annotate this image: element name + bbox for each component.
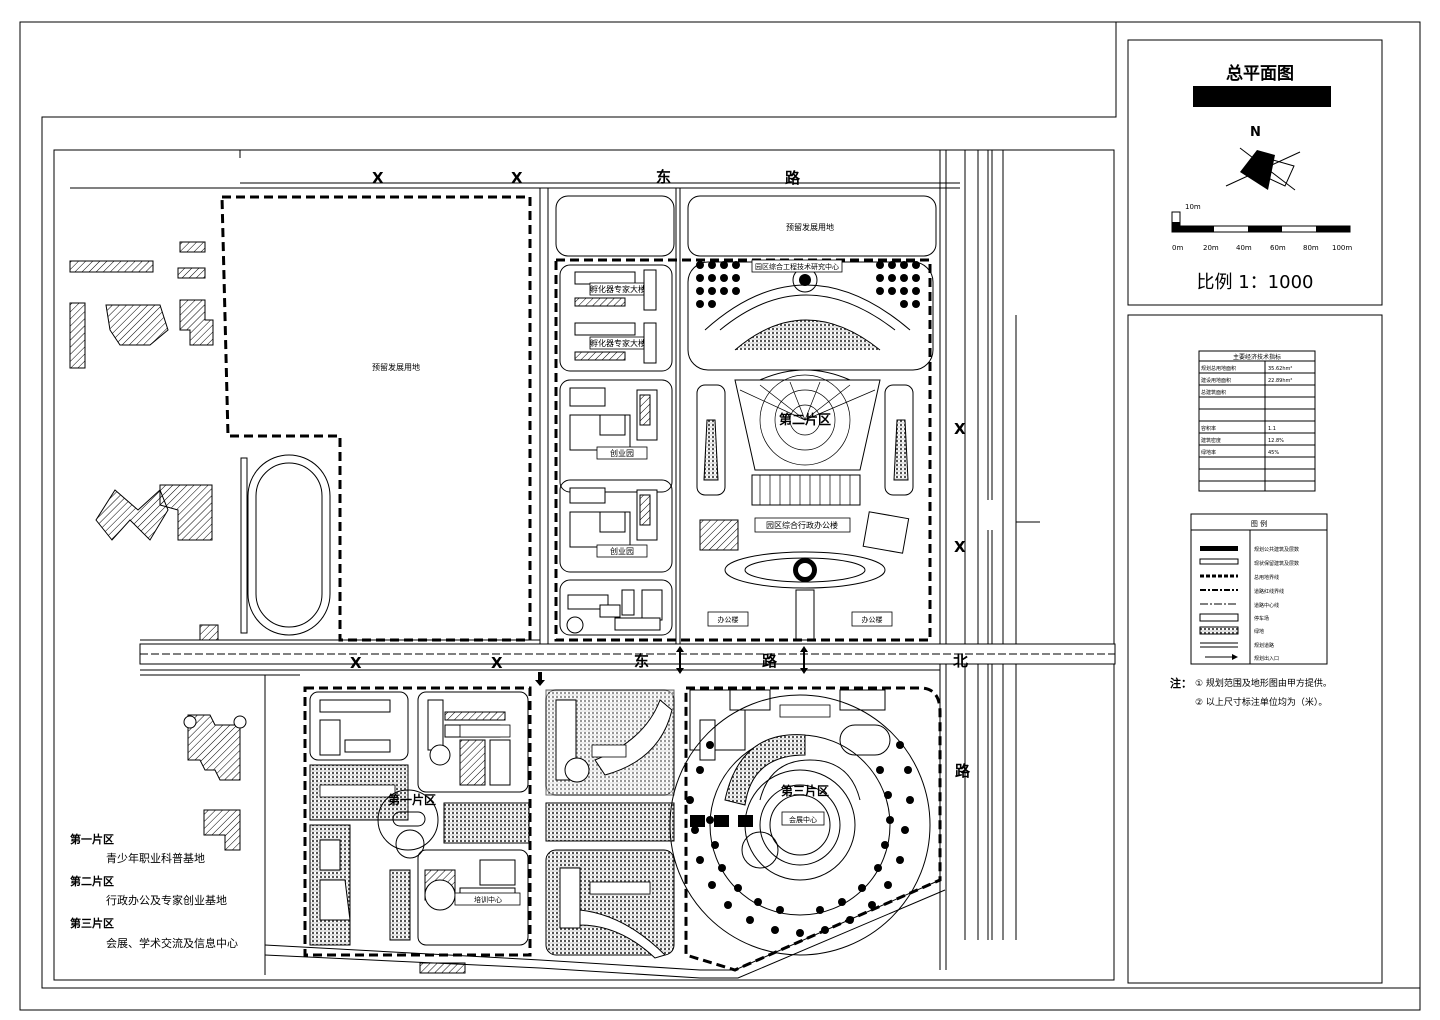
svg-text:东: 东 (656, 168, 671, 186)
svg-text:会展中心: 会展中心 (789, 815, 817, 824)
svg-text:第三片区: 第三片区 (70, 916, 114, 930)
svg-text:X: X (491, 654, 503, 672)
road-network (70, 150, 1116, 975)
svg-text:园区综合工程技术研究中心: 园区综合工程技术研究中心 (755, 262, 839, 271)
svg-text:22.89hm²: 22.89hm² (1268, 378, 1292, 384)
svg-text:10m: 10m (1185, 203, 1201, 211)
svg-text:容积率: 容积率 (1201, 425, 1216, 432)
svg-text:孵化器专家大楼: 孵化器专家大楼 (590, 338, 646, 348)
central-south-blocks (459, 689, 675, 959)
zone1-boundary (303, 686, 532, 957)
reserve-land-north (687, 195, 937, 257)
svg-text:绿地: 绿地 (1254, 628, 1264, 635)
svg-text:规划出入口: 规划出入口 (1254, 655, 1279, 662)
drawing-title: 总平面图 (1226, 63, 1294, 84)
remarks: 注： ① 规划范围及地形图由甲方提供。 ② 以上尺寸标注单位均为（米）。 (1170, 676, 1332, 708)
svg-text:第二片区: 第二片区 (70, 874, 114, 888)
tech-indicator-table: 主要经济技术指标 规划总用地面积 35.62hm² 建设用地面积 22.89hm… (1198, 350, 1316, 492)
svg-text:② 以上尺寸标注单位均为（米）。: ② 以上尺寸标注单位均为（米）。 (1195, 696, 1327, 708)
svg-text:规划公共建筑及层数: 规划公共建筑及层数 (1254, 546, 1299, 553)
svg-text:路: 路 (762, 652, 778, 670)
svg-text:规划总用地面积: 规划总用地面积 (1201, 365, 1236, 372)
svg-text:北: 北 (953, 652, 968, 670)
legend: 图 例 规划公共建筑及层数 现状保留建筑及层数 总用地界线 道路红线界线 道路中… (1190, 513, 1328, 665)
svg-text:路: 路 (955, 762, 971, 780)
scale-label: 比例 1：1000 (1197, 272, 1314, 293)
zone2-west-blocks: 孵化器专家大楼 孵化器专家大楼 创业园 创业园 (559, 264, 673, 636)
svg-text:现状保留建筑及层数: 现状保留建筑及层数 (1254, 560, 1299, 567)
svg-text:总用地界线: 总用地界线 (1254, 574, 1279, 581)
svg-text:建筑密度: 建筑密度 (1201, 437, 1221, 444)
svg-text:0m: 0m (1172, 244, 1183, 252)
svg-text:N: N (1250, 125, 1261, 140)
entrance-arrows (535, 646, 808, 686)
road-labels: X X 东 路 X X 东 路 北 X X 路 (350, 168, 971, 780)
svg-text:X: X (511, 169, 523, 187)
svg-text:绿地率: 绿地率 (1201, 449, 1216, 456)
svg-text:45%: 45% (1268, 450, 1279, 456)
svg-text:青少年职业科普基地: 青少年职业科普基地 (106, 851, 205, 865)
svg-text:X: X (954, 420, 966, 438)
svg-text:办公楼: 办公楼 (862, 615, 883, 624)
zone2-central: 园区综合工程技术研究中心 第二片区 园区综合行政办公楼 (687, 259, 934, 641)
zone1-label: 第一片区 (388, 792, 436, 807)
svg-text:40m: 40m (1236, 244, 1252, 252)
svg-text:东: 东 (634, 652, 649, 670)
svg-text:园区综合行政办公楼: 园区综合行政办公楼 (766, 520, 838, 530)
svg-text:办公楼: 办公楼 (718, 615, 739, 624)
plan-frame (53, 149, 1115, 981)
svg-text:① 规划范围及地形图由甲方提供。: ① 规划范围及地形图由甲方提供。 (1195, 677, 1332, 689)
svg-text:规划道路: 规划道路 (1254, 642, 1274, 649)
svg-text:80m: 80m (1303, 244, 1319, 252)
svg-text:第一片区: 第一片区 (70, 832, 114, 846)
svg-text:停车场: 停车场 (1254, 615, 1269, 622)
zone-notes: 第一片区 青少年职业科普基地 第二片区 行政办公及专家创业基地 第三片区 会展、… (70, 832, 238, 950)
running-track (240, 454, 331, 636)
svg-text:总建筑面积: 总建筑面积 (1201, 389, 1226, 396)
title-block: 总平面图 N 10m 0m 20m 40m 60m 80m 100m 比例 1：… (1127, 39, 1383, 306)
svg-text:道路中心线: 道路中心线 (1254, 602, 1279, 609)
svg-text:1.1: 1.1 (1268, 426, 1276, 432)
scale-bar: 10m 0m 20m 40m 60m 80m 100m (1171, 203, 1352, 252)
svg-text:第二片区: 第二片区 (779, 412, 831, 428)
info-panel: 主要经济技术指标 规划总用地面积 35.62hm² 建设用地面积 22.89hm… (1127, 314, 1383, 984)
reserve-north-label: 预留发展用地 (786, 222, 834, 232)
reserve-land-west (220, 195, 532, 642)
existing-buildings (69, 241, 466, 974)
svg-text:创业园: 创业园 (610, 448, 634, 458)
svg-text:建设用地面积: 建设用地面积 (1201, 377, 1231, 384)
svg-text:35.62hm²: 35.62hm² (1268, 366, 1292, 372)
svg-text:12.8%: 12.8% (1268, 438, 1284, 444)
svg-text:注：: 注： (1170, 676, 1192, 690)
svg-text:道路红线界线: 道路红线界线 (1254, 588, 1284, 595)
zone3-buildings: 第三片区 会展中心 (669, 689, 931, 956)
svg-text:100m: 100m (1332, 244, 1352, 252)
training-center-label: 培训中心 (474, 895, 502, 904)
svg-text:20m: 20m (1203, 244, 1219, 252)
svg-text:图 例: 图 例 (1251, 519, 1267, 528)
svg-text:X: X (350, 654, 362, 672)
svg-text:X: X (954, 538, 966, 556)
svg-text:行政办公及专家创业基地: 行政办公及专家创业基地 (106, 893, 227, 907)
north-arrow-icon: N (1225, 125, 1301, 191)
zone2-boundary (554, 258, 932, 642)
svg-text:主要经济技术指标: 主要经济技术指标 (1233, 353, 1281, 361)
svg-text:孵化器专家大楼: 孵化器专家大楼 (590, 284, 646, 294)
reserve-west-label: 预留发展用地 (372, 362, 420, 372)
svg-text:60m: 60m (1270, 244, 1286, 252)
zone3-label: 第三片区 (781, 783, 829, 798)
svg-text:X: X (372, 169, 384, 187)
svg-text:路: 路 (785, 169, 801, 187)
svg-text:会展、学术交流及信息中心: 会展、学术交流及信息中心 (106, 936, 238, 950)
svg-text:创业园: 创业园 (610, 546, 634, 556)
